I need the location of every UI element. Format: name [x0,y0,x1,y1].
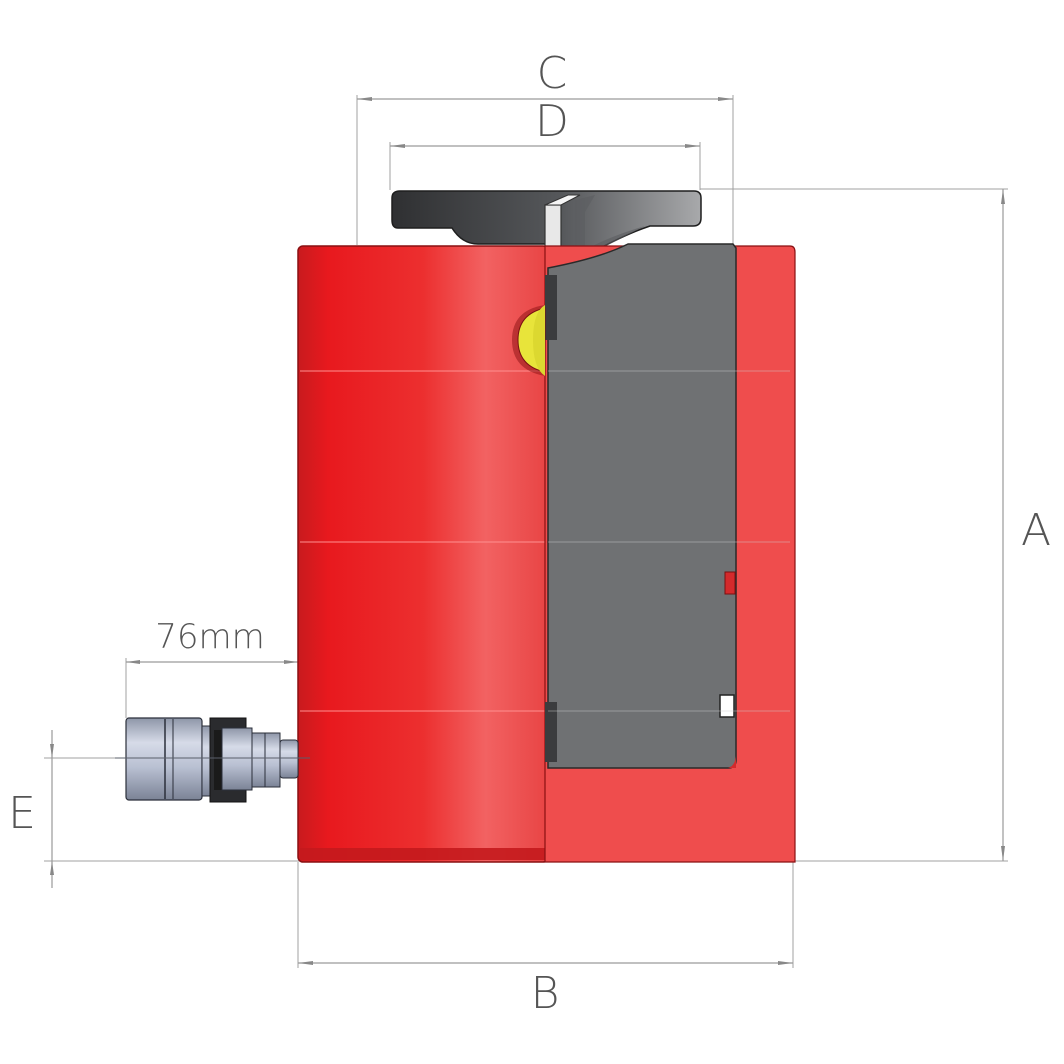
label-c: C [537,48,568,99]
dimension-a: A [700,188,1051,862]
dimension-coupler-offset: 76mm [125,617,298,718]
cylinder-section [544,243,796,863]
dimension-d: D [389,96,701,190]
cylinder-body [297,245,549,863]
label-e: E [8,788,36,839]
dimension-b: B [297,862,794,1019]
dimension-c: C [356,48,734,245]
coupler [115,717,310,803]
label-b: B [531,968,560,1019]
label-d: D [535,96,569,147]
yellow-ball-detail [512,305,546,376]
label-a: A [1021,505,1051,556]
label-76mm: 76mm [155,617,265,657]
